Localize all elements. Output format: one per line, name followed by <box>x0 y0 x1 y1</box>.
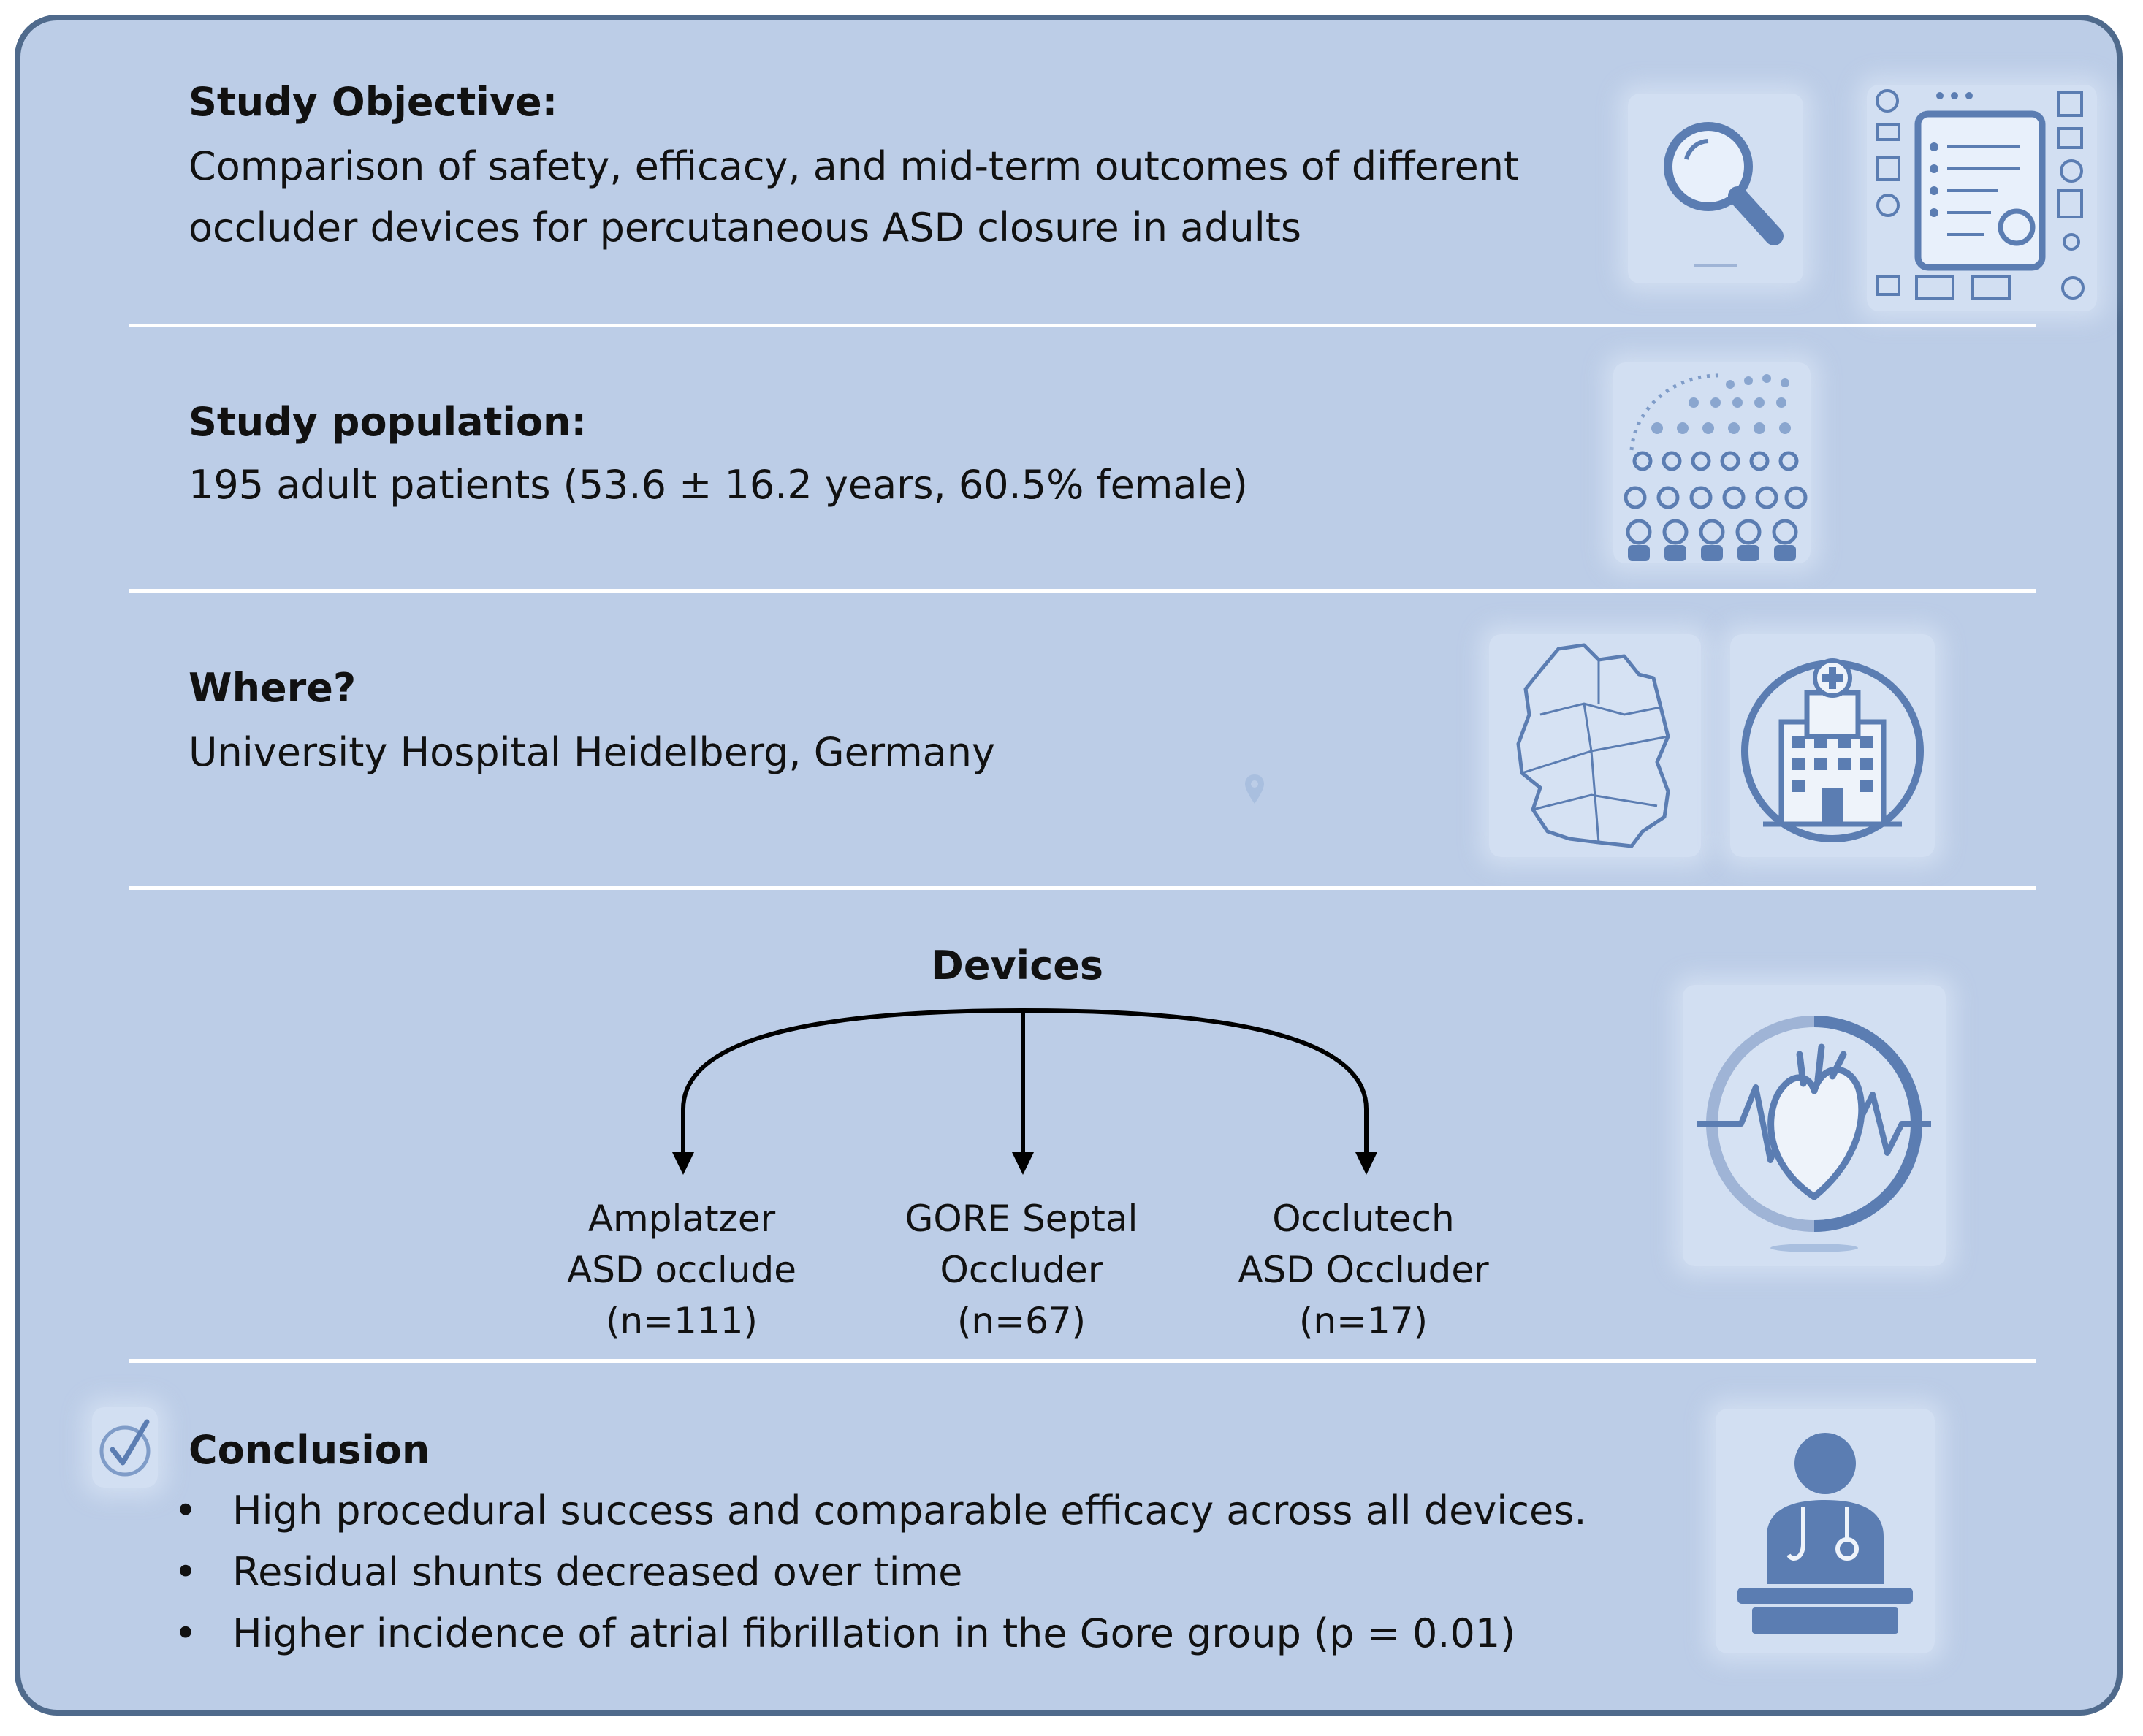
crowd-icon <box>1613 362 1811 563</box>
devices-title: Devices <box>931 943 1103 989</box>
section-divider <box>129 324 2036 327</box>
checkmark-icon <box>92 1407 158 1488</box>
device-label-amplatzer: Amplatzer ASD occlude (n=111) <box>567 1198 796 1342</box>
section-divider <box>129 886 2036 890</box>
conclusion-title: Conclusion <box>189 1427 430 1473</box>
bullet-symbol: • <box>174 1488 197 1534</box>
where-text: University Hospital Heidelberg, Germany <box>189 729 995 775</box>
population-title: Study population: <box>189 399 587 445</box>
document-settings-icon <box>1867 85 2097 311</box>
section-divider <box>129 1359 2036 1363</box>
where-title: Where? <box>189 665 357 711</box>
device-label-gore-septal: GORE Septal Occluder (n=67) <box>905 1198 1138 1342</box>
population-text: 195 adult patients (53.6 ± 16.2 years, 6… <box>189 462 1248 508</box>
objective-title: Study Objective: <box>189 79 558 125</box>
doctor-icon <box>1716 1409 1935 1653</box>
location-pin-icon <box>1244 773 1265 805</box>
magnifier-icon <box>1628 94 1803 283</box>
bullet-symbol: • <box>174 1610 197 1656</box>
heart-icon <box>1683 985 1946 1266</box>
objective-text-line1: Comparison of safety, efficacy, and mid-… <box>189 143 1520 189</box>
hospital-icon <box>1730 634 1935 857</box>
graphical-abstract-panel: Study Objective: Comparison of safety, e… <box>15 15 2123 1716</box>
germany-map-icon <box>1489 634 1701 857</box>
objective-text-line2: occluder devices for percutaneous ASD cl… <box>189 205 1302 251</box>
section-divider <box>129 589 2036 593</box>
device-label-occlutech: Occlutech ASD Occluder (n=17) <box>1238 1198 1489 1342</box>
bullet-symbol: • <box>174 1549 197 1595</box>
